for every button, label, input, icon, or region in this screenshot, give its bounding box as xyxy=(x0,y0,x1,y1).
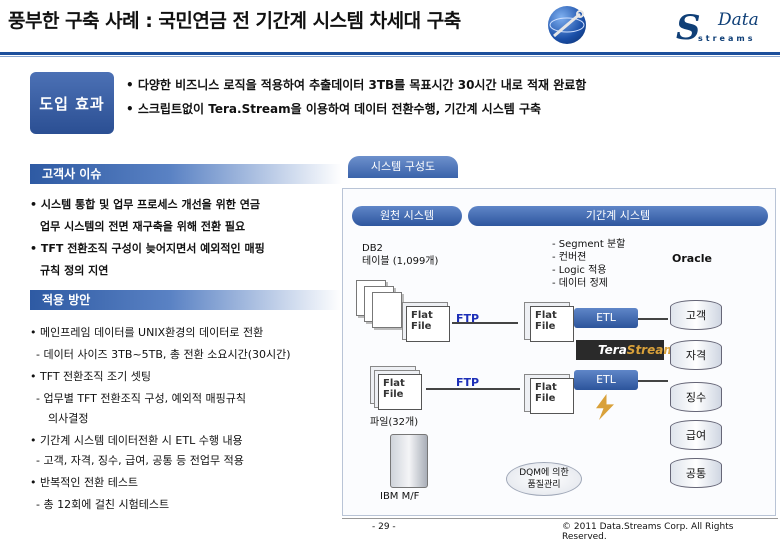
approach-line-9: - 총 12회에 걸친 시험테스트 xyxy=(36,498,170,511)
diagram-tab: 시스템 구성도 xyxy=(348,156,458,178)
issue-line-1: • 시스템 통합 및 업무 프로세스 개선을 위한 연금 xyxy=(30,198,260,211)
company-logo: S Data streams xyxy=(672,8,772,50)
approach-heading: 적용 방안 xyxy=(30,290,342,310)
approach-line-6: • 기간계 시스템 데이터전환 시 ETL 수행 내용 xyxy=(30,434,243,447)
header-rule-thin xyxy=(0,56,780,57)
page-number: - 29 - xyxy=(372,522,396,532)
issue-line-3: • TFT 전환조직 구성이 늦어지면서 예외적인 매핑 xyxy=(30,242,265,255)
flat-file-icon: Flat File xyxy=(378,374,422,410)
approach-line-7: - 고객, 자격, 징수, 급여, 공통 등 전업무 적용 xyxy=(36,454,244,467)
intro-bullet-2: • 스크립트없이 Tera.Stream을 이용하여 데이터 전환수행, 기간계… xyxy=(126,102,542,116)
logo-wordmark: Data xyxy=(718,10,759,30)
header-rule xyxy=(0,52,780,55)
approach-line-2: - 데이터 사이즈 3TB~5TB, 총 전환 소요시간(30시간) xyxy=(36,348,291,361)
mainframe-server-icon xyxy=(390,434,428,488)
etl-arrow-2 xyxy=(638,380,668,382)
target-system-label: 기간계 시스템 xyxy=(468,206,768,226)
etl-label-2: ETL xyxy=(574,370,638,390)
mainframe-label: IBM M/F xyxy=(380,491,420,502)
etl-arrow-1 xyxy=(638,318,668,320)
customer-issue-heading: 고객사 이슈 xyxy=(30,164,342,184)
target-db-collection: 징수 xyxy=(670,382,722,412)
dqm-quality-badge: DQM에 의한 품질관리 xyxy=(506,462,582,496)
tera-brand-text-2: Stream xyxy=(626,343,676,357)
issue-line-2: 업무 시스템의 전면 재구축을 위해 전환 필요 xyxy=(40,220,246,233)
target-db-qualification: 자격 xyxy=(670,340,722,370)
tera-stream-logo: TeraStream xyxy=(576,340,676,360)
etl-label-1: ETL xyxy=(574,308,638,328)
target-db-customer: 고객 xyxy=(670,300,722,330)
target-db-common: 공통 xyxy=(670,458,722,488)
page-title: 풍부한 구축 사례 : 국민연금 전 기간계 시스템 차세대 구축 xyxy=(8,10,461,32)
ftp-label-1: FTP xyxy=(456,312,480,325)
intro-label: 도입 효과 xyxy=(30,72,114,134)
approach-line-1: • 메인프레임 데이터를 UNIX환경의 데이터로 전환 xyxy=(30,326,264,339)
oracle-label: Oracle xyxy=(672,252,712,265)
flat-file-icon: Flat File xyxy=(530,378,574,414)
db2-table-icon xyxy=(372,292,402,328)
tera-brand-text: Tera xyxy=(598,343,627,357)
issue-line-4: 규칙 정의 지연 xyxy=(40,264,109,277)
ftp-arrow-1 xyxy=(452,322,518,324)
footer-rule xyxy=(342,518,778,519)
segment-notes: - Segment 분할 - 컨버젼 - Logic 적용 - 데이터 정제 xyxy=(552,239,626,289)
flat-file-icon: Flat File xyxy=(530,306,574,342)
source-system-label: 원천 시스템 xyxy=(352,206,462,226)
flat-file-icon: Flat File xyxy=(406,306,450,342)
db2-label: DB2 테이블 (1,099개) xyxy=(362,243,439,267)
approach-line-3: • TFT 전환조직 조기 셋팅 xyxy=(30,370,152,383)
ftp-arrow-2 xyxy=(426,388,520,390)
approach-line-4: - 업무별 TFT 전환조직 구성, 예외적 매핑규칙 xyxy=(36,392,246,405)
logo-mark-icon: S xyxy=(676,8,701,48)
ftp-label-2: FTP xyxy=(456,376,480,389)
files-count-label: 파일(32개) xyxy=(370,417,419,428)
globe-wrench-icon xyxy=(548,6,586,44)
approach-line-8: • 반복적인 전환 테스트 xyxy=(30,476,139,489)
logo-subword: streams xyxy=(698,34,756,43)
intro-bullet-1: • 다양한 비즈니스 로직을 적용하여 추출데이터 3TB를 목표시간 30시간… xyxy=(126,78,587,92)
approach-line-5: 의사결정 xyxy=(48,412,89,425)
copyright: © 2011 Data.Streams Corp. All Rights Res… xyxy=(562,522,734,542)
target-db-benefit: 급여 xyxy=(670,420,722,450)
